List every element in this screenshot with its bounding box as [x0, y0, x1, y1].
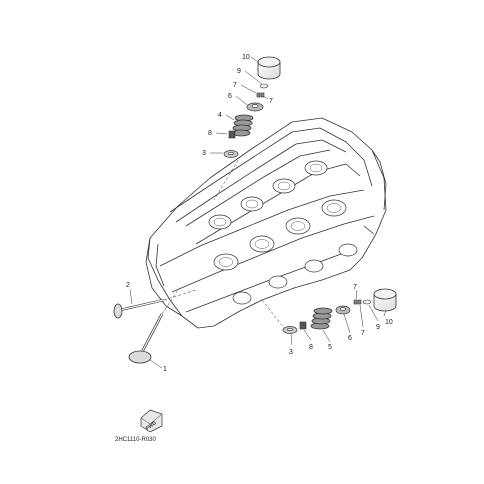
callout-3-top: 3	[202, 150, 206, 157]
valve-spring-top	[231, 114, 254, 137]
callout-4-top: 4	[218, 112, 222, 119]
exhaust-valve	[128, 313, 164, 364]
callout-1: 1	[163, 366, 167, 373]
spring-retainer-top	[246, 102, 264, 112]
guide-line-intake	[163, 289, 197, 301]
valve-cotter-top	[256, 92, 265, 98]
callout-3-bottom: 3	[289, 349, 293, 356]
callout-8-bottom: 8	[309, 344, 313, 351]
guide-line-bottom	[261, 299, 285, 329]
stem-seal-bottom	[299, 321, 307, 330]
callout-8-top: 8	[208, 130, 212, 137]
callout-7-bottom-a: 7	[353, 284, 357, 291]
valve-pad-top	[259, 83, 269, 89]
valve-pad-bottom	[362, 299, 372, 305]
callout-9-top: 9	[237, 68, 241, 75]
callout-7-top-b: 7	[269, 98, 273, 105]
fwd-label: FWD	[145, 420, 158, 432]
head-bores	[208, 160, 358, 305]
callout-5-bottom: 5	[328, 344, 332, 351]
callout-6-top: 6	[228, 93, 232, 100]
valve-lifter-bottom	[373, 288, 397, 312]
callout-7-top-a: 7	[233, 82, 237, 89]
spring-retainer-bottom	[335, 305, 351, 315]
stem-seal-top	[228, 130, 236, 139]
intake-valve	[113, 298, 165, 319]
valve-lifter-top	[257, 56, 281, 80]
spring-seat-bottom	[282, 326, 298, 334]
drawing-code: 2HC1110-R030	[115, 437, 156, 443]
fwd-direction-arrow: FWD	[140, 409, 163, 433]
callout-2: 2	[126, 282, 130, 289]
head-bore-inner	[213, 163, 342, 267]
cylinder-head	[145, 117, 387, 329]
callout-6-bottom: 6	[348, 335, 352, 342]
callout-labels: 10 9 7 7 6 4 8 3 2 1 3 8 5 6 7 7 9 10	[126, 54, 393, 373]
spring-seat-top	[223, 150, 239, 158]
callout-10-top: 10	[242, 54, 250, 61]
guide-line-top	[213, 159, 239, 201]
callout-10-bottom: 10	[385, 319, 393, 326]
callout-7-bottom-b: 7	[361, 330, 365, 337]
leader-lines	[129, 56, 387, 369]
valve-cotter-bottom	[353, 299, 362, 305]
callout-9-bottom: 9	[376, 324, 380, 331]
valve-spring-bottom	[310, 307, 333, 330]
